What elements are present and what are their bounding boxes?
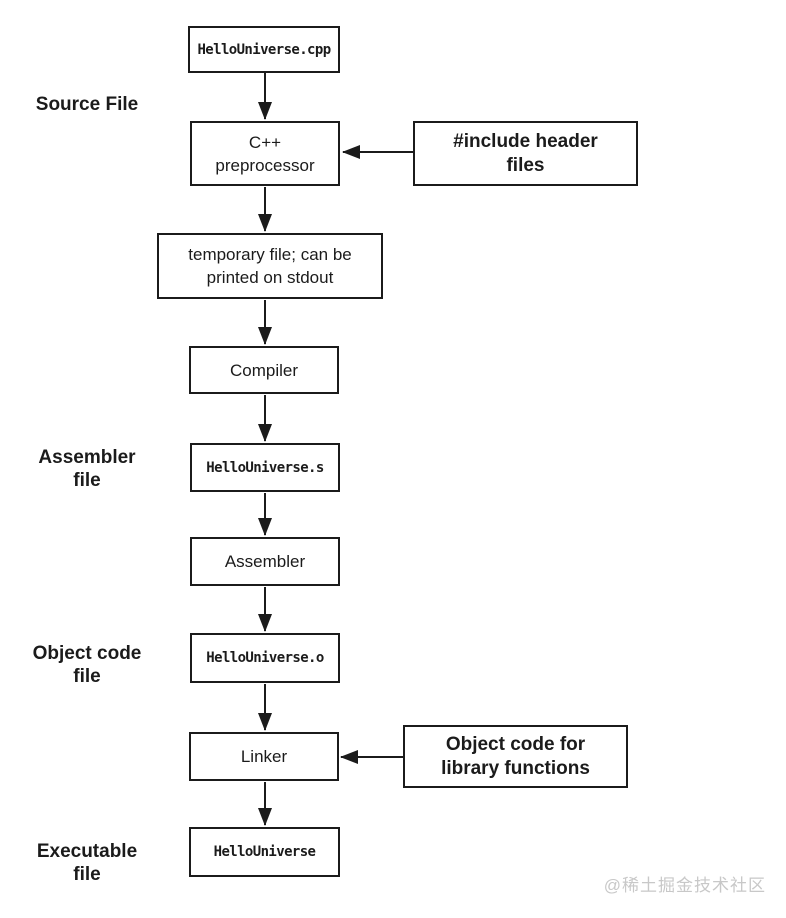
node-compiler: Compiler	[189, 346, 339, 394]
callout-include-header-files: #include header files	[413, 121, 638, 186]
label-object-code-file: Object code file	[12, 642, 162, 688]
node-object-o-file: HelloUniverse.o	[190, 633, 340, 683]
watermark-text: @稀土掘金技术社区	[603, 876, 766, 895]
node-assembler-label: Assembler	[224, 552, 306, 571]
label-source-file-line1: Source File	[35, 94, 139, 115]
callout-objlib-line1: Object code for	[445, 733, 586, 755]
node-cpp-preprocessor-line2: preprocessor	[215, 155, 315, 175]
node-temporary-file-line1: temporary file; can be	[188, 245, 352, 264]
callout-object-code-library: Object code for library functions	[403, 725, 628, 788]
node-assembler: Assembler	[190, 537, 340, 586]
node-executable-label: HelloUniverse	[213, 844, 316, 860]
node-compiler-label: Compiler	[229, 360, 299, 380]
node-cpp-preprocessor-line1: C++	[248, 132, 282, 152]
label-assembler-file: Assembler file	[12, 446, 162, 492]
node-linker-label: Linker	[240, 747, 288, 766]
label-executable-file-line1: Executable	[36, 841, 138, 862]
node-cpp-preprocessor: C++ preprocessor	[190, 121, 340, 186]
callout-include-line1: #include header	[453, 130, 598, 152]
node-source-cpp-label: HelloUniverse.cpp	[197, 41, 331, 58]
callout-include-line2: files	[506, 154, 545, 176]
node-assembler-s-label: HelloUniverse.s	[206, 459, 324, 476]
label-source-file: Source File	[12, 93, 162, 116]
label-assembler-file-line2: file	[73, 470, 101, 491]
node-temporary-file: temporary file; can be printed on stdout	[157, 233, 383, 299]
node-temporary-file-line2: printed on stdout	[206, 268, 334, 287]
label-assembler-file-line1: Assembler	[38, 447, 136, 468]
label-object-code-file-line1: Object code	[32, 643, 142, 664]
node-executable-file: HelloUniverse	[189, 827, 340, 877]
callout-objlib-line2: library functions	[441, 757, 590, 779]
node-object-o-label: HelloUniverse.o	[206, 650, 324, 666]
label-object-code-file-line2: file	[73, 666, 101, 687]
label-executable-file: Executable file	[12, 840, 162, 886]
node-source-cpp-file: HelloUniverse.cpp	[188, 26, 340, 73]
node-assembler-s-file: HelloUniverse.s	[190, 443, 340, 492]
node-linker: Linker	[189, 732, 339, 781]
label-executable-file-line2: file	[73, 864, 101, 885]
